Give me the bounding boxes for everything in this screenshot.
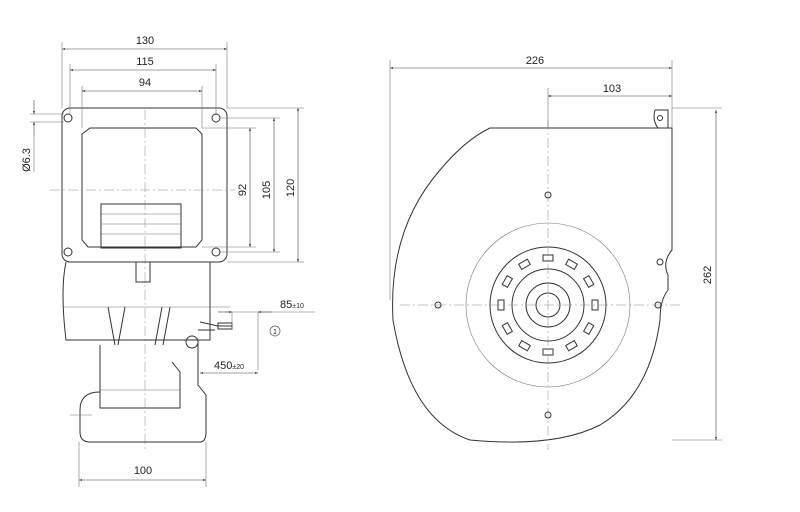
motor-housing (81, 127, 203, 248)
blade-slot (582, 274, 595, 289)
blade-slot (501, 274, 514, 289)
blade-slot (564, 258, 579, 271)
blade-slot (564, 339, 579, 352)
blade-slot (582, 321, 595, 336)
dim-92: 92 (237, 184, 249, 196)
outlet-tab (653, 109, 669, 129)
bracket (79, 340, 207, 443)
mounting-hole (654, 301, 662, 309)
dim-262: 262 (702, 266, 714, 284)
dim-100: 100 (134, 465, 152, 477)
mounting-hole (434, 301, 442, 309)
dim-hole-diameter: Ø6.3 (21, 148, 33, 172)
heatsink-fins (100, 203, 182, 249)
scroll-housing (392, 127, 673, 443)
blade-slot (517, 339, 532, 352)
mounting-hole (63, 247, 73, 257)
callout-circle (269, 325, 281, 337)
blade-slot (501, 321, 514, 336)
impeller (99, 345, 181, 409)
mounting-hole (211, 247, 221, 257)
front-view: 1 (50, 107, 281, 450)
mounting-hole (63, 113, 73, 123)
blade-slot (517, 258, 532, 271)
mounting-hole (211, 113, 221, 123)
side-view (392, 109, 680, 450)
dim-450: 450±20 (214, 360, 244, 372)
front-dimensions: 130 115 94 Ø6.3 92 105 120 85±10 450±20 … (21, 35, 315, 487)
dim-115: 115 (136, 56, 154, 68)
dim-130: 130 (136, 35, 154, 47)
dim-105: 105 (261, 181, 273, 199)
dim-103: 103 (603, 83, 621, 95)
fan-housing (62, 261, 211, 341)
callout-label: 1 (273, 329, 277, 336)
mounting-hole (544, 191, 552, 199)
dim-226: 226 (526, 55, 544, 67)
dim-94: 94 (139, 77, 151, 89)
mounting-hole (544, 411, 552, 419)
side-dimensions: 226 103 262 (389, 55, 722, 441)
dim-120: 120 (285, 179, 297, 197)
dim-85: 85±10 (280, 299, 304, 311)
